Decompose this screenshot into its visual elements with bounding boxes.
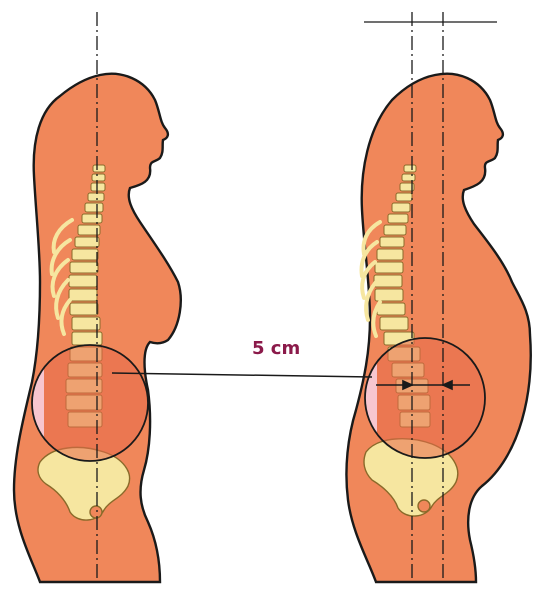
pregnant-figure (346, 12, 530, 582)
measurement-label: 5 cm (252, 338, 300, 359)
measurement-connector (112, 373, 372, 377)
non-pregnant-figure (14, 12, 181, 582)
